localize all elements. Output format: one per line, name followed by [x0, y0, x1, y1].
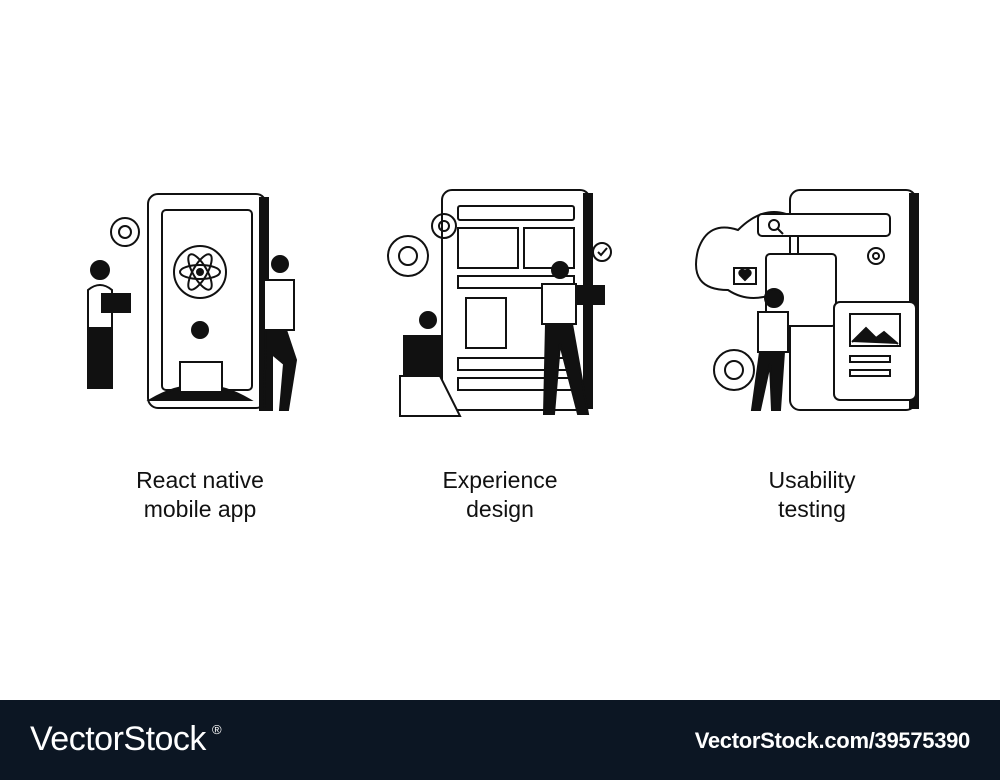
person-sitting-icon: [146, 321, 254, 401]
caption-line: mobile app: [143, 496, 257, 522]
registered-mark: ®: [212, 722, 222, 737]
atom-icon: [173, 245, 227, 299]
check-icon: [592, 242, 612, 262]
react-native-illustration: [70, 180, 330, 440]
caption-line: React native: [136, 467, 264, 493]
person-right-icon: [262, 255, 298, 411]
person-kneeling-icon: [399, 311, 462, 417]
brand-logo: VectorStock: [30, 720, 206, 758]
gear-icon: [867, 247, 885, 265]
experience-design-illustration: [370, 180, 630, 440]
person-walking-icon: [750, 288, 789, 411]
stock-url: VectorStock.com/39575390: [694, 728, 971, 753]
caption-react-native: React native mobile app: [70, 466, 330, 524]
search-bar: [757, 213, 891, 237]
caption-line: Experience: [442, 467, 558, 493]
image-icon: [849, 313, 901, 347]
person-left-icon: [87, 260, 131, 389]
usability-testing-illustration: [690, 180, 950, 440]
search-icon: [768, 219, 784, 235]
caption-line: Usability: [768, 467, 856, 493]
caption-usability-testing: Usability testing: [682, 466, 942, 524]
caption-experience-design: Experience design: [370, 466, 630, 524]
gear-icon: [110, 217, 140, 247]
watermark-footer: VectorStock ® VectorStock.com/39575390: [0, 700, 1000, 780]
gear-icon: [713, 349, 755, 391]
heart-icon: [733, 267, 757, 285]
gear-icon: [387, 235, 429, 277]
gear-icon: [431, 213, 457, 239]
caption-line: testing: [778, 496, 846, 522]
person-standing-icon: [541, 261, 605, 415]
caption-line: design: [466, 496, 534, 522]
